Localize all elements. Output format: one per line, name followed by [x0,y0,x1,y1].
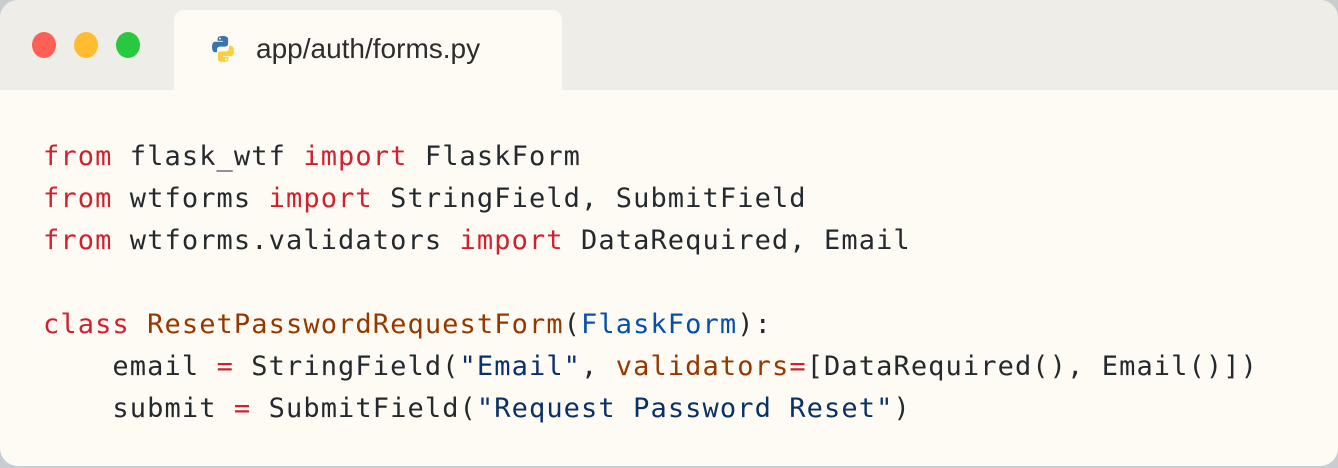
code-token: class [43,309,130,340]
code-token: [DataRequired(), Email()]) [806,351,1258,382]
code-token [130,309,147,340]
code-token: ) [893,393,911,424]
code-token: SubmitField( [251,393,477,424]
code-line: from wtforms.validators import DataRequi… [43,220,1258,262]
python-icon [208,34,238,64]
code-token: ResetPasswordRequestForm [147,309,564,340]
minimize-button[interactable] [74,32,98,58]
code-token: = [233,393,252,424]
file-tab[interactable]: app/auth/forms.py [174,10,562,90]
code-token: from [43,141,113,172]
code-token: validators [615,351,790,382]
code-token: ( [563,309,582,340]
code-line [43,262,1258,304]
code-token: = [789,351,807,382]
code-token: import [303,141,408,172]
code-token: DataRequired, Email [563,225,911,256]
code-token: StringField( [233,351,460,382]
code-token: from [43,183,113,214]
maximize-button[interactable] [116,32,140,58]
code-token: email [43,351,217,382]
code-token: wtforms [112,183,269,214]
code-token: = [216,351,234,382]
code-line: submit = SubmitField("Request Password R… [43,388,1258,430]
code-token: , [581,351,616,382]
title-bar: app/auth/forms.py [0,0,1338,90]
code-token: "Request Password Reset" [476,393,894,424]
code-token: import [268,183,373,214]
code-token: FlaskForm [407,141,582,172]
code-token: import [459,225,564,256]
code-line: email = StringField("Email", validators=… [43,346,1258,388]
code-line: from flask_wtf import FlaskForm [43,136,1258,178]
code-token: from [43,225,113,256]
code-line: from wtforms import StringField, SubmitF… [43,178,1258,220]
code-token: flask_wtf [112,141,304,172]
code-token: FlaskForm [581,309,738,340]
code-token: StringField, SubmitField [372,183,807,214]
code-token: ): [737,309,772,340]
code-token: submit [43,393,234,424]
code-token: "Email" [459,351,582,382]
code-line: class ResetPasswordRequestForm(FlaskForm… [43,304,1258,346]
close-button[interactable] [32,32,56,58]
code-token: wtforms.validators [112,225,460,256]
tab-title: app/auth/forms.py [256,33,481,64]
